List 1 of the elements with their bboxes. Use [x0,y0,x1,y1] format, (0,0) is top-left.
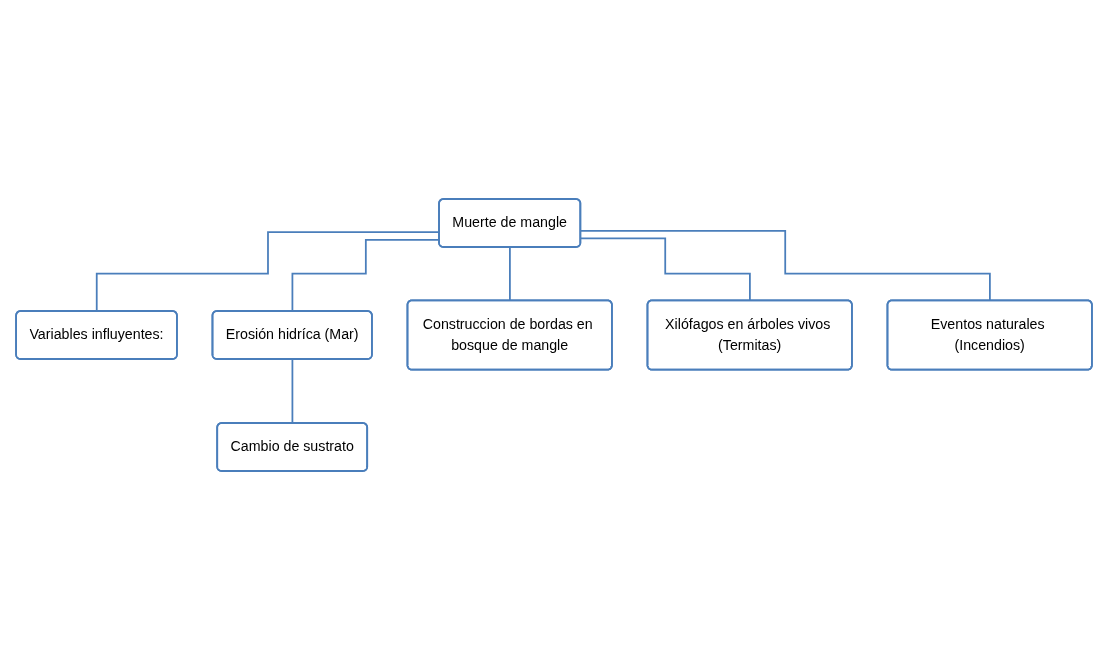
connector [291,358,293,424]
